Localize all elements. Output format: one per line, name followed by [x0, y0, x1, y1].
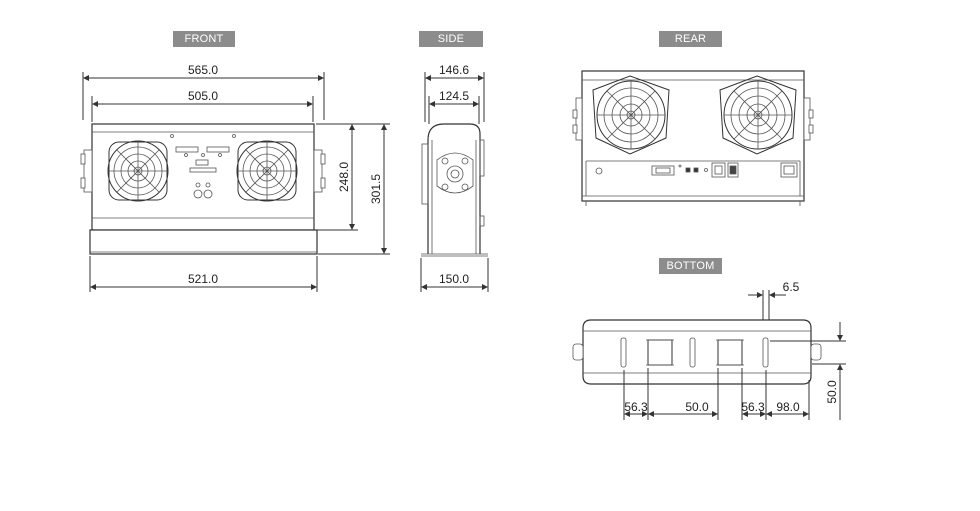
rear-fan-right [719, 75, 797, 155]
bottom-view-label: BOTTOM [659, 258, 722, 274]
dim-bottom-slot-width: 6.5 [783, 280, 800, 294]
dim-front-inner-width: 505.0 [188, 89, 218, 103]
front-view-label: FRONT [173, 31, 235, 47]
dim-bottom-spacing-a: 50.0 [685, 400, 709, 414]
dim-side-inner-depth: 124.5 [439, 89, 469, 103]
dim-side-base-depth: 150.0 [439, 272, 469, 286]
dim-front-overall-height: 301.5 [369, 174, 383, 204]
front-fan-left [107, 140, 169, 202]
dim-bottom-depth: 50.0 [825, 380, 839, 404]
dim-bottom-offset-a: 56.3 [624, 400, 648, 414]
dim-side-overall-depth: 146.6 [439, 63, 469, 77]
rear-view-label: REAR [659, 31, 722, 47]
dim-front-body-height: 248.0 [337, 162, 351, 192]
front-fan-right [236, 140, 298, 202]
dim-bottom-spacing-b: 98.0 [776, 400, 800, 414]
side-view-label: SIDE [419, 31, 483, 47]
dim-bottom-offset-b: 56.3 [741, 400, 765, 414]
side-view: 146.6 124.5 150.0 [420, 63, 489, 292]
dim-front-base-width: 521.0 [188, 272, 218, 286]
bottom-view: 6.5 56.3 50.0 56.3 98.0 50 [572, 280, 846, 420]
rear-view [572, 70, 814, 206]
rear-fan-left [592, 75, 670, 155]
dim-front-overall-width: 565.0 [188, 63, 218, 77]
front-view: 565.0 505.0 [80, 63, 390, 292]
